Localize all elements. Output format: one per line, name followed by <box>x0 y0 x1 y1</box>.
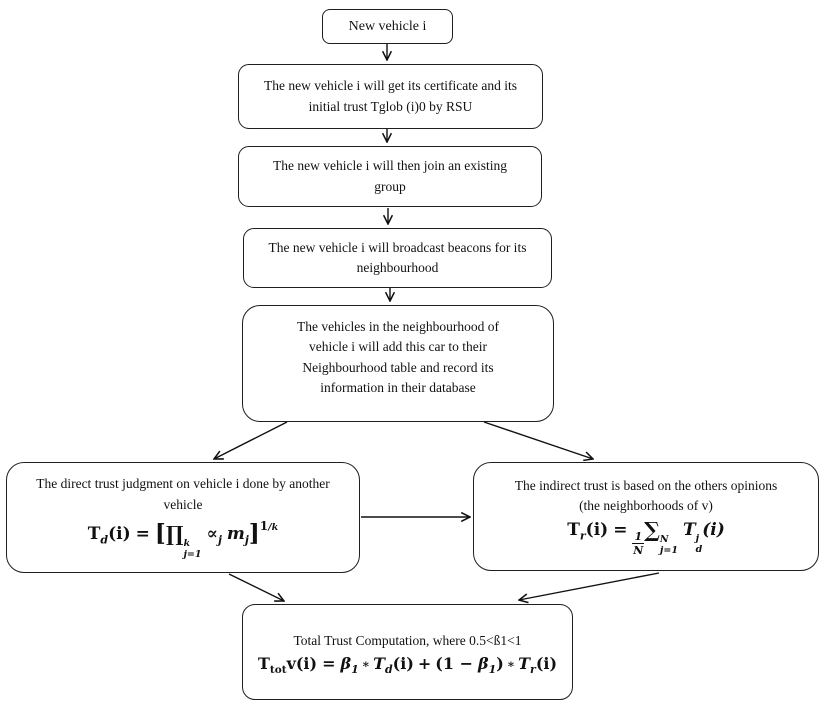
node-indirect-trust-label: The indirect trust is based on the other… <box>514 477 778 493</box>
node-certificate: The new vehicle i will get its certifica… <box>238 64 543 129</box>
node-indirect-trust-sublabel: (the neighborhoods of v) <box>579 497 713 513</box>
beta-symbol: β <box>340 653 352 673</box>
node-new-vehicle: New vehicle i <box>322 9 453 44</box>
node-certificate-label: The new vehicle i will get its certifica… <box>263 78 518 114</box>
arrow-indirect-to-total <box>519 572 660 600</box>
sum-operator: ∑ <box>644 517 660 543</box>
node-indirect-trust: The indirect trust is based on the other… <box>473 462 819 571</box>
node-join-group: The new vehicle i will then join an exis… <box>238 146 542 207</box>
proportional-symbol: ∝ <box>206 523 218 544</box>
node-broadcast: The new vehicle i will broadcast beacons… <box>243 228 552 288</box>
arrow-neighbourhood-to-direct <box>214 421 288 459</box>
node-direct-trust: The direct trust judgment on vehicle i d… <box>6 462 360 573</box>
node-total-trust-label: Total Trust Computation, where 0.5<ß1<1 <box>293 633 522 649</box>
node-new-vehicle-label: New vehicle i <box>348 19 427 34</box>
arrow-direct-to-total <box>228 573 284 601</box>
node-neighbourhood-label: The vehicles in the neighbourhood of veh… <box>296 319 500 395</box>
node-join-group-label: The new vehicle i will then join an exis… <box>273 158 507 194</box>
node-direct-trust-label: The direct trust judgment on vehicle i d… <box>36 476 330 512</box>
node-broadcast-label: The new vehicle i will broadcast beacons… <box>268 239 527 275</box>
beta-symbol: β <box>477 653 489 673</box>
total-trust-formula: Ttotv(i)=β1∗Td(i)+(1 −β1)∗Tr(i) <box>257 653 558 676</box>
product-operator: ∏ <box>165 520 184 546</box>
node-neighbourhood: The vehicles in the neighbourhood of veh… <box>242 305 554 422</box>
arrow-neighbourhood-to-indirect <box>483 421 593 459</box>
node-total-trust: Total Trust Computation, where 0.5<ß1<1 … <box>242 604 573 700</box>
